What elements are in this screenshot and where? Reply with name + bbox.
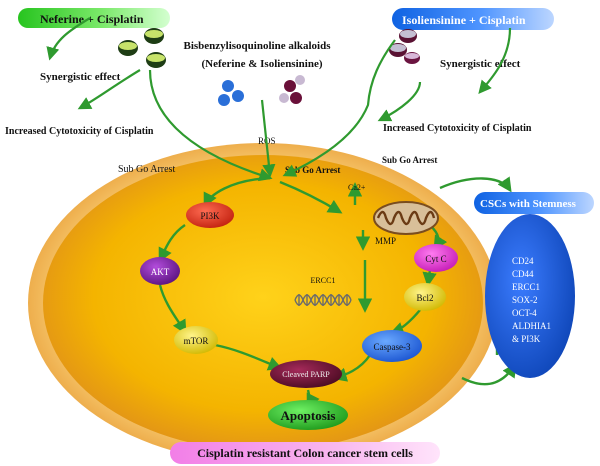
marker-item: ERCC1 — [512, 282, 540, 292]
synergistic-effect-right: Synergistic effect — [440, 58, 521, 70]
akt-node — [140, 257, 180, 285]
apoptosis-node — [268, 400, 348, 430]
caspase-label: Caspase-3 — [374, 342, 411, 352]
mitochondria-icon — [373, 201, 439, 235]
dna-icon — [294, 294, 352, 306]
neferine-cisplatin-label: Neferine + Cisplatin — [40, 12, 144, 26]
alkaloids-title-line2: (Neferine & Isoliensinine) — [202, 58, 323, 70]
cscs-stemness-pill — [474, 192, 594, 214]
cytotoxicity-left-label: Increased Cytotoxicity of Cisplatin — [5, 126, 154, 137]
ca2-label: Ca2+ — [348, 183, 366, 192]
isoliensinine-cisplatin-pill — [392, 8, 554, 30]
neferine-molecule-icon — [118, 28, 166, 68]
bottom-label: Cisplatin resistant Colon cancer stem ce… — [197, 446, 413, 460]
caspase-node — [362, 330, 422, 362]
cleaved-parp-label: Cleaved PARP — [282, 370, 330, 379]
synergistic-effect-left: Synergistic effect — [40, 71, 121, 83]
isoliensinine-molecule-icon — [389, 29, 420, 64]
input-arrows — [46, 17, 512, 182]
marker-item: & PI3K — [512, 334, 541, 344]
mmp-label: MMP — [375, 236, 396, 246]
pi3k-label: PI3K — [200, 211, 220, 221]
sub-go-arrest-right: Sub Go Arrest — [382, 155, 437, 165]
cscs-stemness-label: CSCs with Stemness — [480, 198, 577, 210]
pi3k-node — [186, 202, 234, 228]
alkaloids-title-line1: Bisbenzylisoquinoline alkaloids — [183, 40, 331, 52]
stemness-marker-oval — [485, 214, 575, 378]
marker-item: OCT-4 — [512, 308, 537, 318]
mtor-label: mTOR — [184, 336, 209, 346]
marker-item: CD24 — [512, 256, 534, 266]
apoptosis-label: Apoptosis — [281, 408, 336, 423]
marker-item: CD44 — [512, 269, 534, 279]
cell-cytoplasm — [43, 155, 483, 451]
sub-go-arrest-center: Sub Go Arrest — [285, 165, 340, 175]
isoliensinine-cisplatin-label: Isoliensinine + Cisplatin — [402, 13, 526, 27]
mtor-node — [174, 326, 218, 354]
stemness-marker-list: CD24 CD44 ERCC1 SOX-2 OCT-4 ALDHIA1 & PI… — [512, 256, 551, 344]
sub-go-arrest-left: Sub Go Arrest — [118, 164, 175, 175]
akt-label: AKT — [151, 267, 170, 277]
cyt-c-node — [414, 244, 458, 272]
marker-item: ALDHIA1 — [512, 321, 551, 331]
alkaloid-molecule-icon — [218, 75, 305, 106]
marker-item: SOX-2 — [512, 295, 538, 305]
bcl2-node — [404, 283, 446, 311]
neferine-cisplatin-pill — [18, 8, 170, 28]
bottom-label-pill — [170, 442, 440, 464]
cyt-c-label: Cyt C — [425, 254, 446, 264]
cleaved-parp-node — [270, 360, 342, 388]
bcl2-label: Bcl2 — [417, 293, 434, 303]
ercc1-dna-label: ERCC1 — [311, 276, 336, 285]
cytotoxicity-right-label: Increased Cytotoxicity of Cisplatin — [383, 123, 532, 134]
